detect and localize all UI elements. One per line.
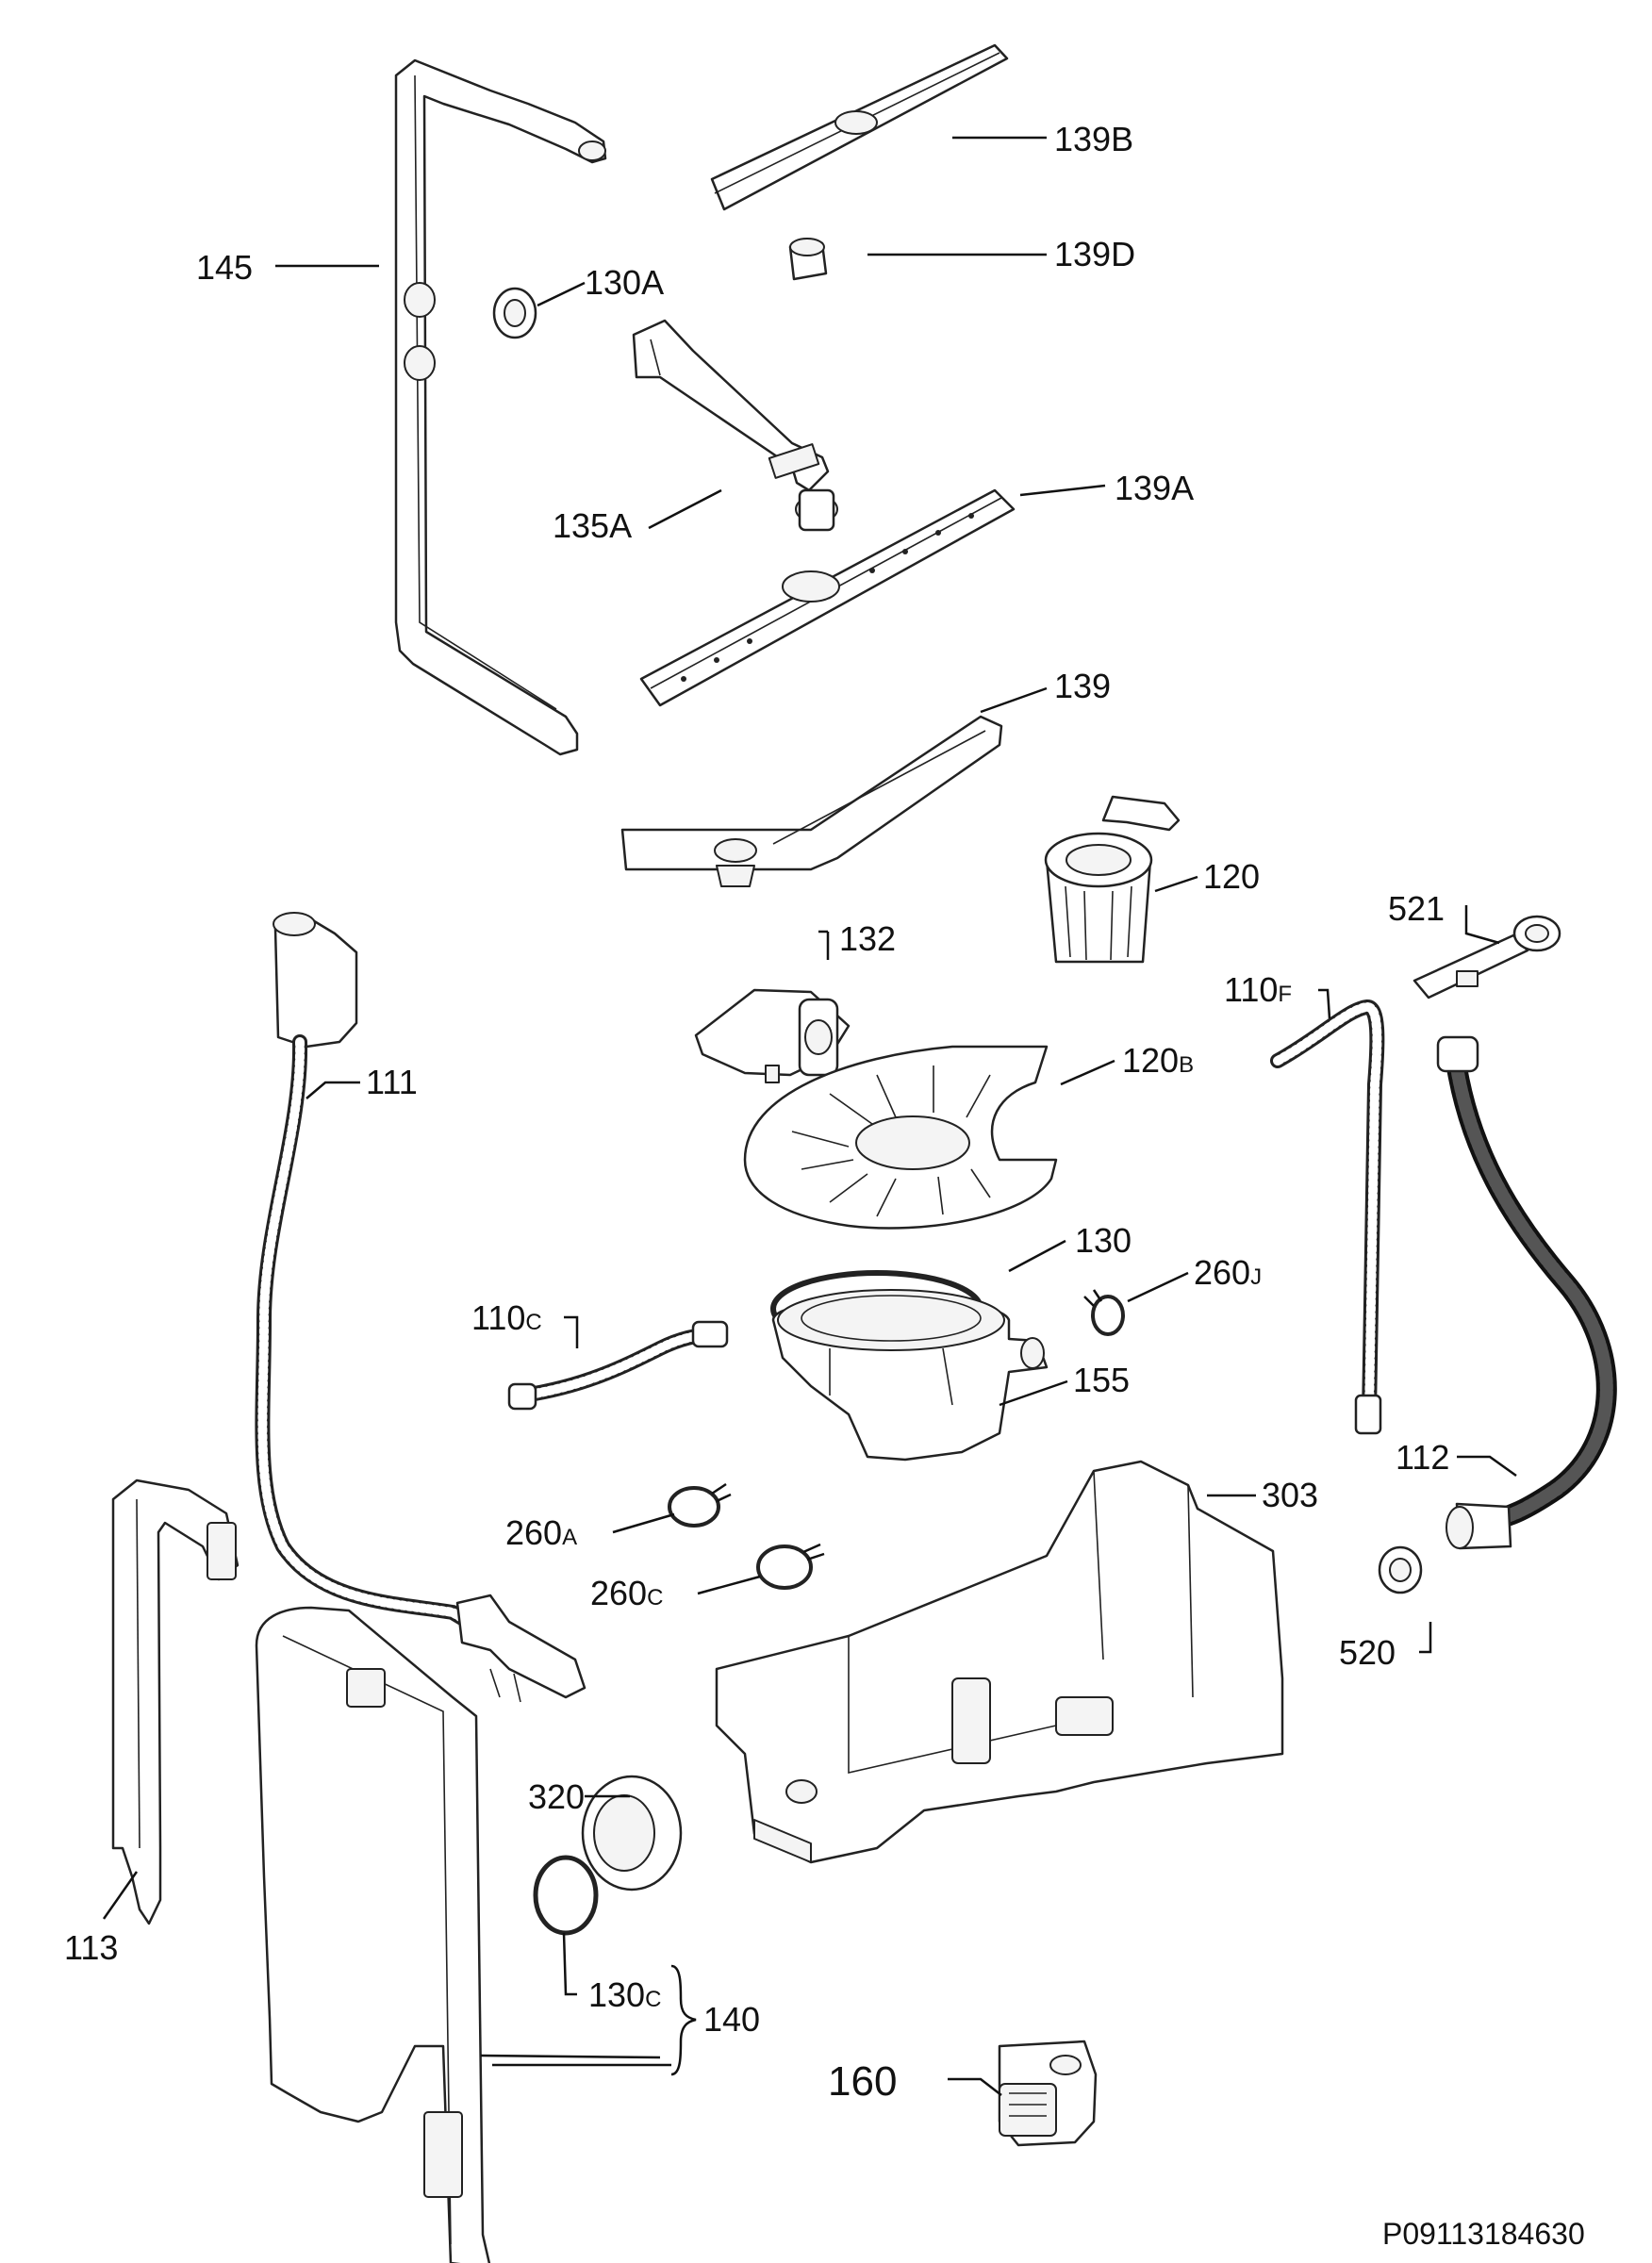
- part-145-supply-pipe: [394, 58, 607, 756]
- part-260J-hose-clip: [1083, 1289, 1125, 1336]
- label-145: 145: [196, 248, 253, 287]
- label-130A: 130A: [585, 263, 664, 302]
- label-113: 113: [64, 1928, 118, 1967]
- label-110C: 110C: [471, 1298, 542, 1337]
- label-130: 130: [1075, 1221, 1132, 1260]
- label-120: 120: [1203, 857, 1260, 896]
- label-155: 155: [1073, 1361, 1130, 1399]
- label-120B: 120B: [1122, 1041, 1194, 1080]
- label-139: 139: [1054, 667, 1111, 705]
- part-139A-middle-spray-arm: [639, 488, 1016, 707]
- part-320-seal: [581, 1775, 683, 1891]
- label-260J: 260J: [1194, 1253, 1262, 1292]
- part-130A-grommet: [492, 287, 537, 339]
- reference-code: P09113184630: [1382, 2217, 1585, 2251]
- part-110C-hose: [507, 1320, 729, 1411]
- label-303: 303: [1262, 1476, 1318, 1514]
- label-320: 320: [528, 1777, 585, 1816]
- label-139A: 139A: [1115, 469, 1194, 507]
- label-132: 132: [839, 919, 896, 958]
- part-111-inlet-hose: [255, 912, 586, 1703]
- part-110F-hose: [1270, 999, 1385, 1435]
- leader-lines: [102, 136, 1517, 2096]
- part-139D-nut: [788, 238, 828, 281]
- label-521: 521: [1388, 889, 1445, 928]
- part-135A-spray-arm-support: [632, 319, 838, 532]
- label-140: 140: [703, 2000, 760, 2039]
- label-520: 520: [1339, 1633, 1396, 1672]
- part-132-sensor: [694, 988, 851, 1083]
- label-110F: 110F: [1224, 970, 1292, 1009]
- label-135A: 135A: [553, 506, 632, 545]
- part-160-drain-pump: [998, 2040, 1098, 2147]
- label-130C: 130C: [588, 1975, 661, 2014]
- part-139-lower-spray-arm: [620, 715, 1003, 887]
- part-520-nut: [1378, 1545, 1423, 1594]
- label-139B: 139B: [1054, 120, 1133, 158]
- part-260C-clip: [756, 1543, 825, 1590]
- label-160: 160: [828, 2058, 897, 2105]
- part-155-sump: [771, 1289, 1049, 1462]
- part-130C-o-ring: [533, 1855, 599, 1936]
- label-112: 112: [1396, 1438, 1449, 1477]
- part-120-filter: [1044, 795, 1181, 964]
- part-140-brace: [670, 1964, 697, 2076]
- label-111: 111: [366, 1063, 418, 1101]
- part-303-base: [715, 1460, 1284, 1864]
- part-260A-clip: [668, 1482, 732, 1528]
- part-521-clip: [1412, 915, 1561, 999]
- label-260A: 260A: [505, 1513, 577, 1552]
- label-260C: 260C: [590, 1574, 663, 1612]
- part-112-drain-hose: [1436, 1035, 1617, 1550]
- part-120B-filter-plate: [743, 1045, 1058, 1230]
- part-labels: 145 130A 139B 139D 135A 139A 139 120 132…: [64, 120, 1449, 2105]
- part-139B-upper-spray-arm: [710, 43, 1009, 211]
- label-139D: 139D: [1054, 235, 1135, 273]
- part-140-water-tank: [255, 1606, 491, 2263]
- part-113-water-softener-pipe: [111, 1478, 240, 1925]
